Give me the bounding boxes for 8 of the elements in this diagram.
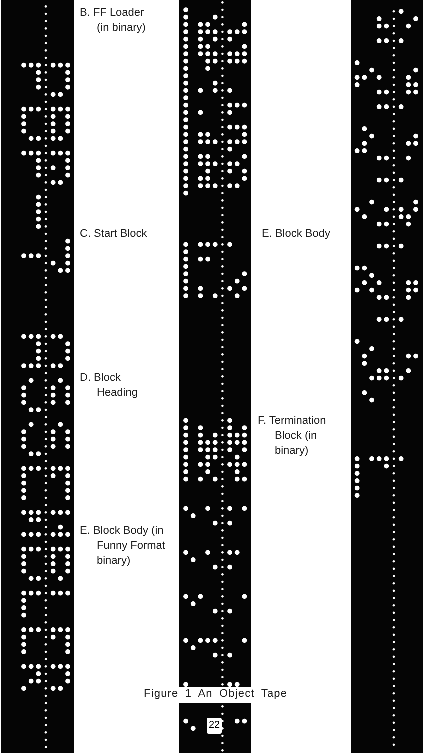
section-label: C. Start Block xyxy=(80,227,148,242)
section-label: B. FF Loader (in binary) xyxy=(80,6,147,36)
page-number: 22 xyxy=(207,718,222,734)
section-label: D. Block Heading xyxy=(80,371,139,401)
section-label: E. Block Body (in Funny Format binary) xyxy=(80,524,166,569)
section-label: E. Block Body xyxy=(262,227,332,242)
section-label: F. Termination Block (in binary) xyxy=(258,414,328,459)
figure-caption: Figure 1 An Object Tape xyxy=(144,687,288,701)
